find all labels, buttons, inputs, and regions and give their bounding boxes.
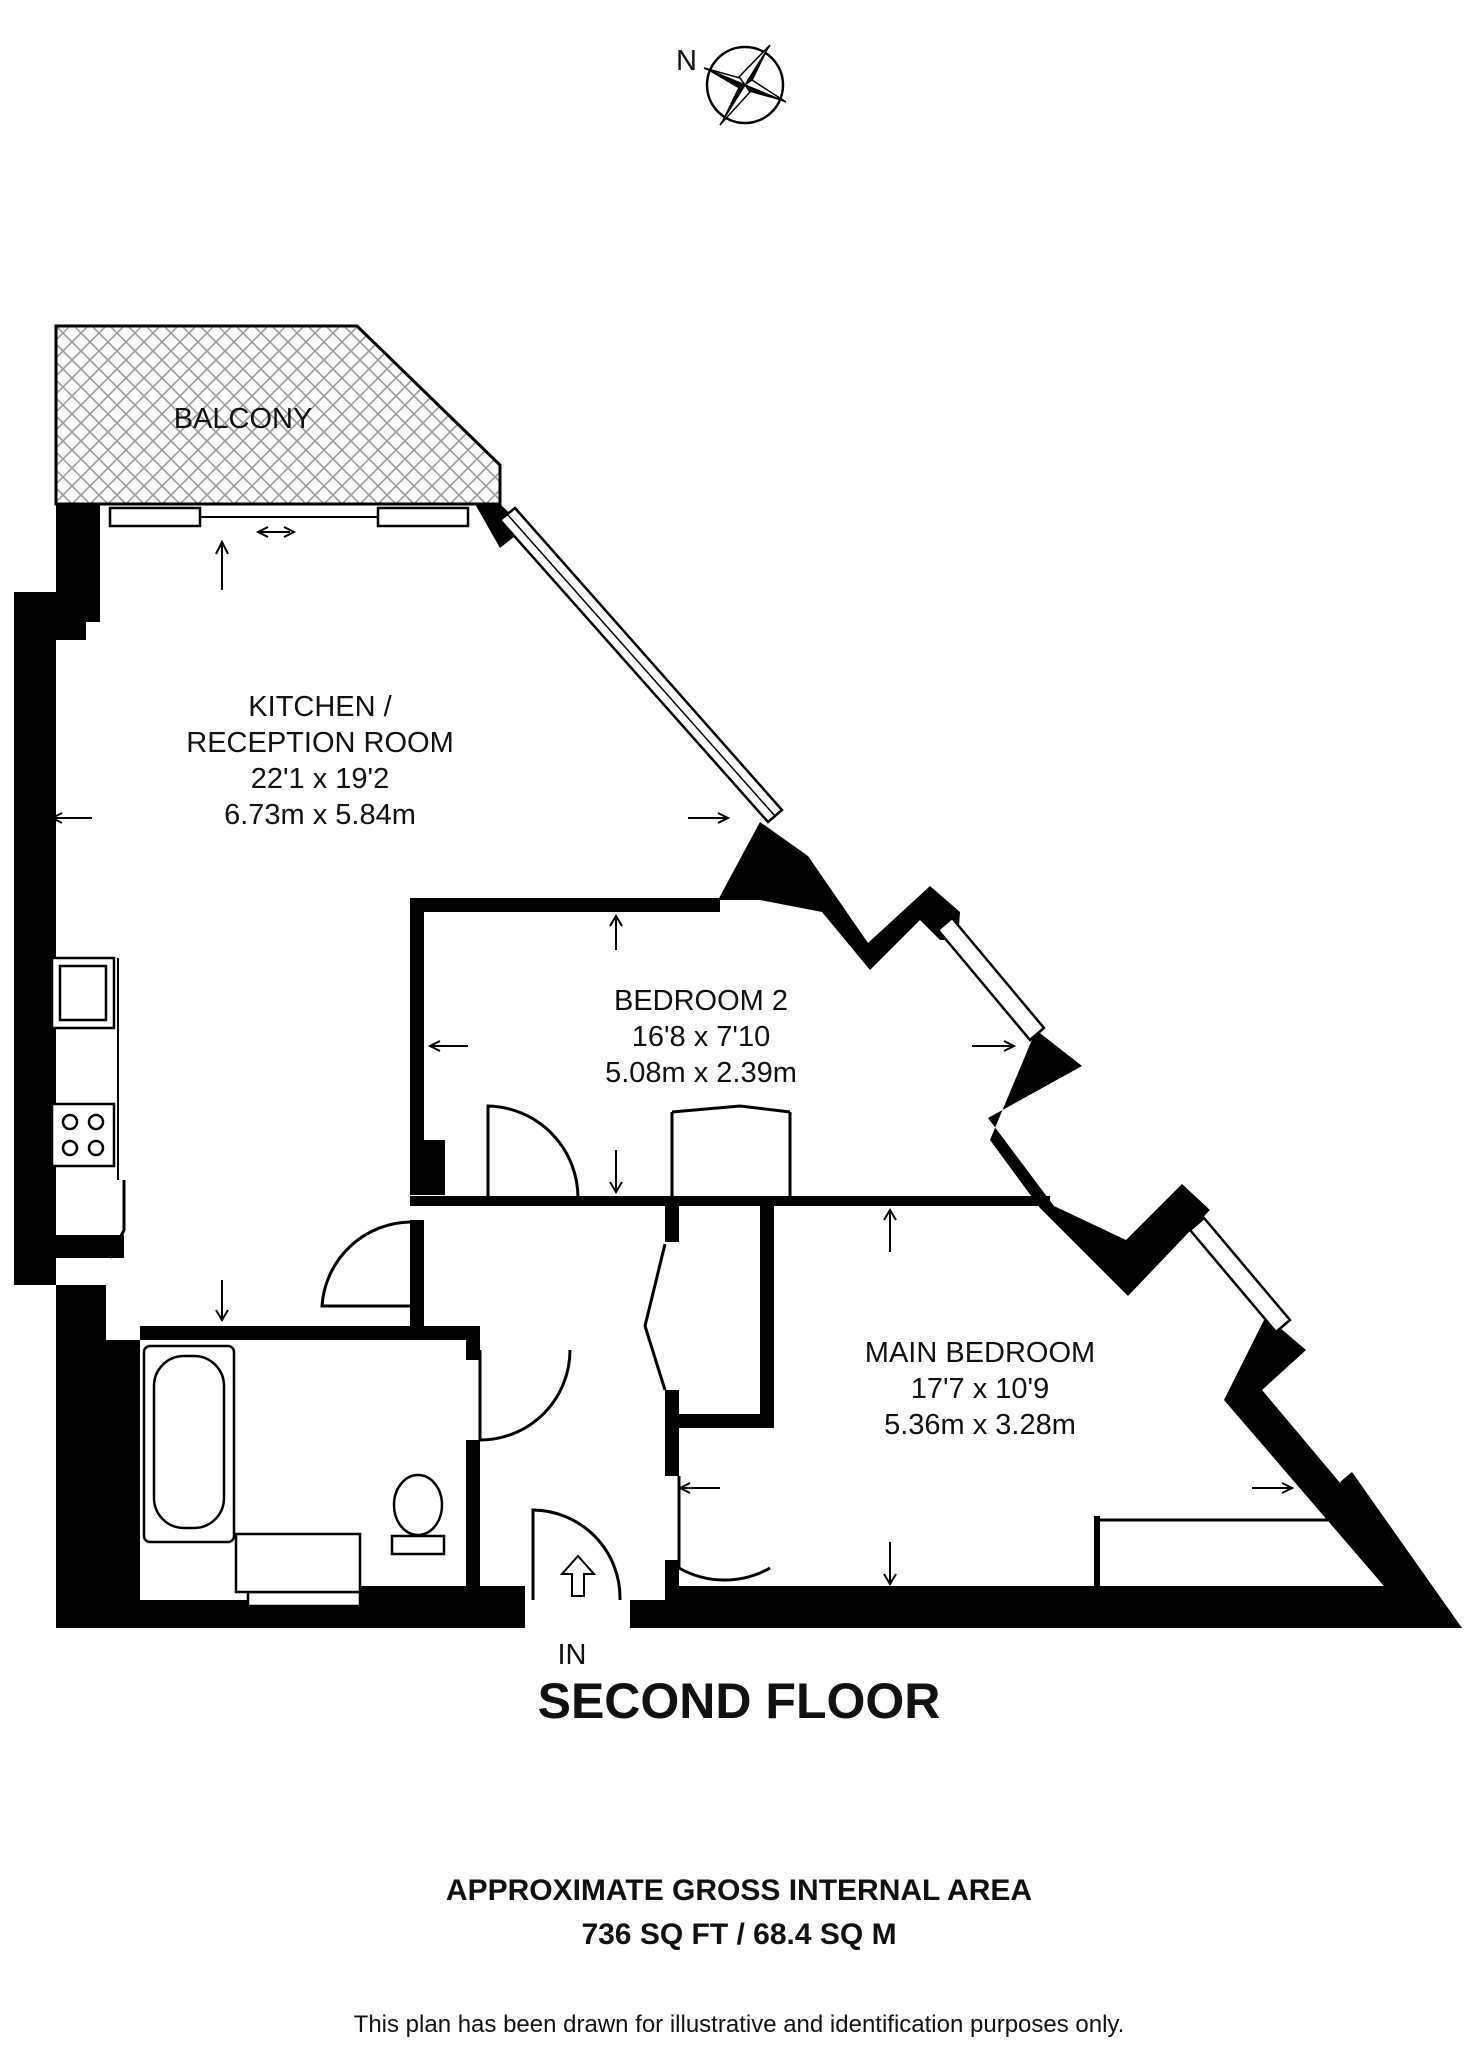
bedroom2-dimensions-imperial: 16'8 x 7'10	[632, 1021, 770, 1053]
entrance-arrow-icon	[559, 1554, 597, 1597]
kitchen-label-line1: KITCHEN /	[248, 691, 392, 723]
kitchen-fittings	[50, 956, 119, 1180]
dimension-arrows	[49, 526, 1295, 1586]
kitchen-dimensions-metric: 6.73m x 5.84m	[224, 799, 416, 831]
bathroom-fittings	[142, 1344, 446, 1594]
balcony-label: BALCONY	[174, 403, 313, 435]
main-bedroom-dimensions-imperial: 17'7 x 10'9	[911, 1373, 1049, 1405]
disclaimer-text: This plan has been drawn for illustrativ…	[354, 2011, 1125, 2038]
kitchen-dimensions-imperial: 22'1 x 19'2	[251, 763, 389, 795]
compass-rose-icon	[703, 44, 787, 126]
area-heading: APPROXIMATE GROSS INTERNAL AREA	[446, 1874, 1032, 1907]
windows	[108, 506, 1292, 1608]
compass-north-label: N	[676, 45, 697, 77]
main-bedroom-label: MAIN BEDROOM	[865, 1337, 1095, 1369]
door-swings	[108, 1104, 1334, 1601]
floor-title: SECOND FLOOR	[538, 1673, 941, 1729]
bedroom2-label: BEDROOM 2	[614, 985, 788, 1017]
main-bedroom-dimensions-metric: 5.36m x 3.28m	[884, 1409, 1076, 1441]
bedroom2-dimensions-metric: 5.08m x 2.39m	[605, 1057, 797, 1089]
area-value: 736 SQ FT / 68.4 SQ M	[581, 1918, 896, 1951]
balcony-area	[54, 324, 502, 506]
kitchen-label-line2: RECEPTION ROOM	[186, 727, 453, 759]
entrance-label: IN	[558, 1639, 587, 1671]
